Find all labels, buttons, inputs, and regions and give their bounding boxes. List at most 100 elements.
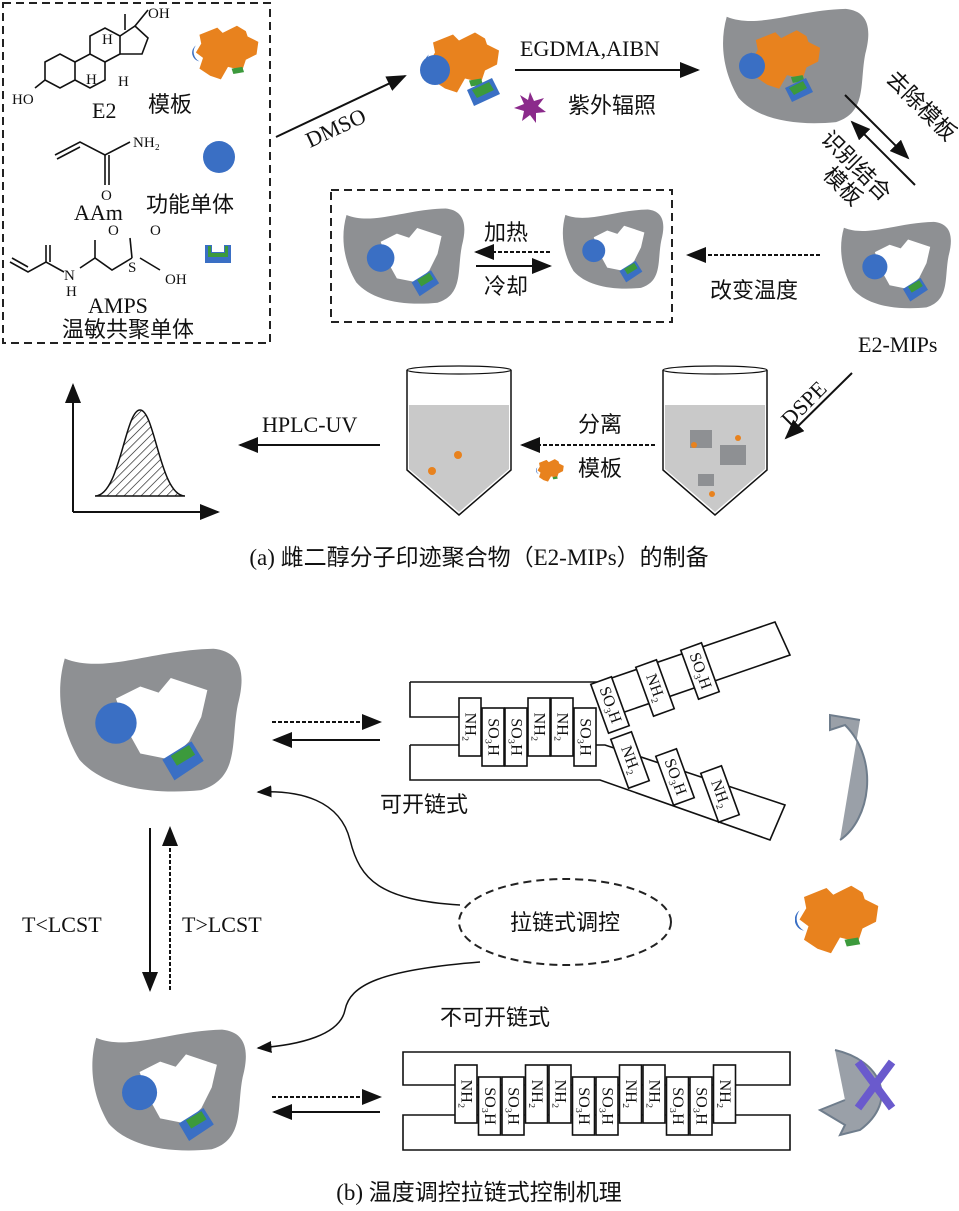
amps-h-label: H — [66, 284, 77, 300]
hplc-label: HPLC-UV — [262, 412, 357, 437]
template-shape-icon — [192, 25, 259, 80]
aam-name: AAm — [74, 200, 123, 225]
e2-ho-label: HO — [12, 92, 34, 108]
zipper-tooth: NH₂ — [712, 1064, 737, 1124]
zipper-group-label: NH₂ — [716, 1080, 733, 1109]
zipper-group-label: NH₂ — [646, 1080, 663, 1109]
zipper-tooth-box — [665, 1076, 690, 1136]
template-shape-icon — [536, 459, 564, 482]
zipper-tooth: SO₃H — [481, 707, 505, 767]
zipper-group-label: NH₂ — [622, 1080, 639, 1109]
e2-mips-polymer — [841, 221, 951, 309]
zipper-group-label: NH₂ — [554, 713, 571, 742]
dspe-label: DSPE — [776, 376, 832, 432]
reagents-label: EGDMA,AIBN — [520, 36, 660, 61]
heat-cool-box — [330, 189, 673, 323]
zipper-tooth: NH₂ — [458, 697, 482, 757]
amps-o-label: O — [150, 223, 161, 239]
e2-h-label: H — [102, 32, 113, 48]
thermosensitive-monomer-icon — [205, 245, 231, 263]
template-label: 模板 — [578, 456, 622, 481]
heating-label: 加热 — [484, 220, 528, 245]
template-molecule-icon — [795, 885, 879, 954]
rebind-template-arrow — [850, 120, 916, 186]
zipper-tooth: NH₂ — [634, 658, 676, 718]
zipper-control-ellipse — [458, 878, 672, 966]
e2-structure — [34, 9, 149, 89]
amps-s-label: S — [128, 260, 136, 276]
zipper-group-label: SO₃H — [693, 1087, 710, 1125]
zipper-tooth: SO₃H — [573, 707, 597, 767]
control-arrow-open — [256, 785, 461, 906]
zipper-tooth-box — [634, 658, 676, 718]
zipper-tooth-box — [454, 1064, 478, 1124]
aam-structure — [54, 141, 131, 185]
remove-template-arrow — [844, 94, 910, 160]
zipper-tooth: NH₂ — [699, 764, 741, 824]
above-lcst-label: T>LCST — [182, 912, 262, 937]
amps-oh-label: OH — [165, 272, 187, 288]
zipper-tooth-box — [504, 707, 528, 767]
zipper-group-label: SO₃H — [481, 1087, 498, 1125]
zipper-group-label: NH₂ — [642, 672, 668, 705]
functional-monomer-label: 功能单体 — [146, 192, 234, 217]
zipper-tooth: NH₂ — [609, 730, 651, 790]
closed-zipper-label: 不可开链式 — [440, 1005, 550, 1030]
rebinding-arrow-icon — [829, 713, 869, 841]
zipper-tooth-box — [642, 1064, 666, 1124]
amps-o-label: O — [108, 223, 119, 239]
dmso-arrow — [275, 75, 407, 138]
zipper-tooth: SO₃H — [501, 1076, 525, 1136]
zipper-tooth: SO₃H — [689, 1076, 713, 1136]
e2-h-label: H — [86, 72, 97, 88]
zipper-tooth-box — [571, 1076, 596, 1136]
zipper-group-label: NH₂ — [531, 713, 548, 742]
control-arrow-closed — [256, 961, 481, 1054]
zipper-tooth-box — [481, 707, 505, 767]
zipper-tooth: NH₂ — [550, 697, 574, 757]
zipper-tooth: NH₂ — [454, 1064, 478, 1124]
monomer-legend-box — [2, 2, 271, 344]
zipper-group-label: SO₃H — [485, 718, 502, 756]
zipper-group-label: SO₃H — [505, 1087, 522, 1125]
blocked-rebinding-arrow-icon — [817, 1049, 896, 1137]
zipper-group-label: SO₃H — [599, 1087, 616, 1125]
zipper-group-label: SO₃H — [577, 718, 594, 756]
zipper-tooth: NH₂ — [524, 1064, 549, 1124]
zipper-tooth-box — [618, 1064, 643, 1124]
template-role-label: 模板 — [148, 92, 192, 117]
chromatogram-peak — [94, 409, 186, 497]
closed-state-polymer — [92, 1029, 246, 1151]
e2-mips-label: E2-MIPs — [858, 332, 937, 357]
zipper-tooth-box — [679, 641, 721, 701]
zipper-tooth: NH₂ — [527, 697, 551, 757]
aam-o-label: O — [101, 188, 112, 204]
zipper-group-label: NH₂ — [552, 1080, 569, 1109]
zipper-tooth-box — [550, 697, 574, 757]
cross-icon — [854, 1059, 896, 1111]
e2-name: E2 — [92, 98, 116, 123]
zipper-group-label: NH₂ — [458, 1080, 475, 1109]
amps-n-label: N — [64, 268, 75, 284]
zipper-tooth: NH₂ — [548, 1064, 572, 1124]
zipper-tooth-box — [609, 730, 651, 790]
thermosensitive-monomer-label: 温敏共聚单体 — [62, 317, 194, 342]
zipper-tooth: SO₃H — [504, 707, 528, 767]
zipper-tooth: NH₂ — [642, 1064, 666, 1124]
zipper-tooth: NH₂ — [618, 1064, 643, 1124]
zipper-tooth-box — [699, 764, 741, 824]
shrunk-polymer — [562, 209, 664, 289]
zipper-tooth-box — [689, 1076, 713, 1136]
caption-b: (b) 温度调控拉链式控制机理 — [336, 1180, 622, 1205]
zipper-tooth-box — [589, 675, 631, 735]
aam-nh2-label: NH₂ — [133, 135, 160, 151]
zipper-tooth-box — [595, 1076, 619, 1136]
zipper-tooth-box — [527, 697, 551, 757]
zipper-tooth: SO₃H — [595, 1076, 619, 1136]
zipper-tooth-box — [548, 1064, 572, 1124]
zipper-control-label: 拉链式调控 — [510, 910, 620, 935]
amps-structure — [9, 237, 161, 273]
zipper-group-label: SO₃H — [669, 1087, 686, 1125]
zipper-tooth-box — [501, 1076, 525, 1136]
